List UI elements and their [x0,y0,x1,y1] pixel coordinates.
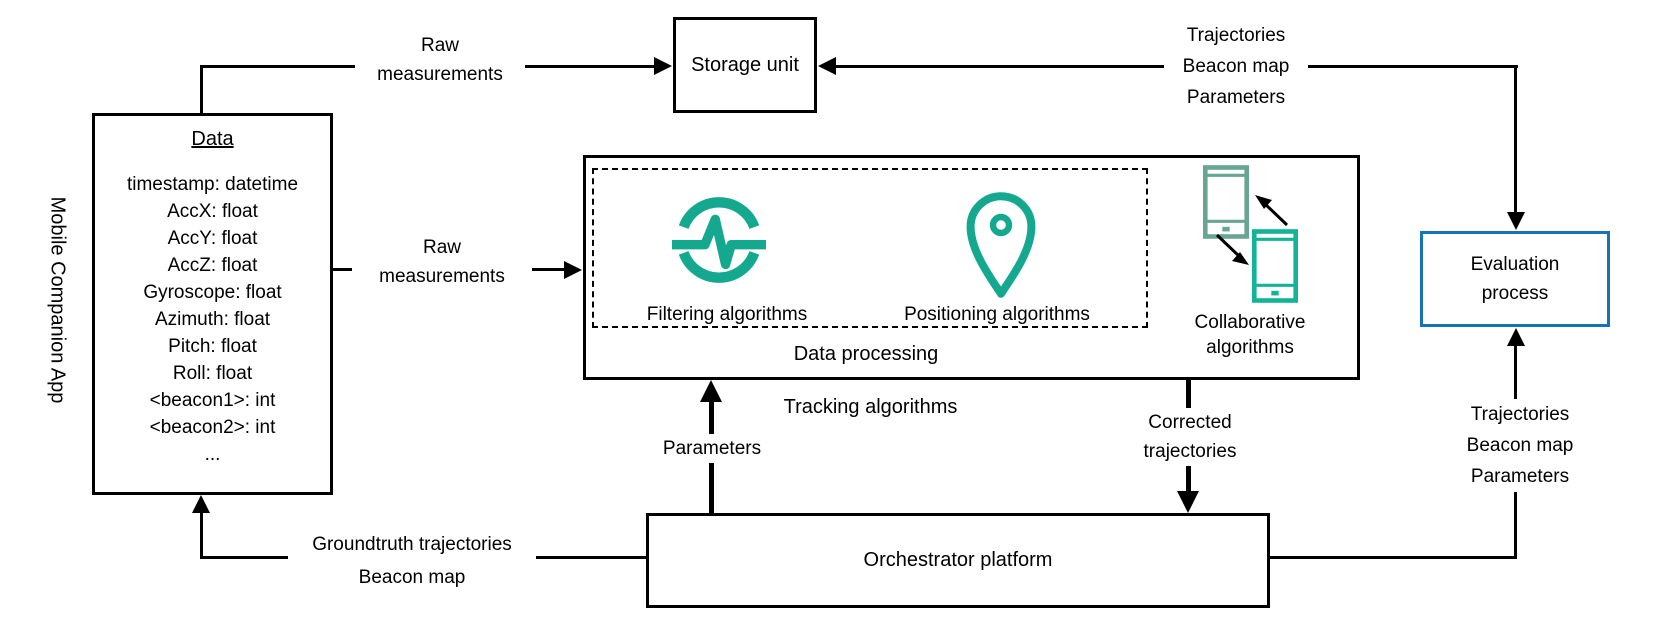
orchestrator-label: Orchestrator platform [863,549,1053,571]
phone-exchange-arrows-icon [1215,195,1289,265]
tracking-algorithms-label: Tracking algorithms [783,396,958,418]
storage-inputs-label: Trajectories Beacon map Parameters [1164,20,1308,113]
evaluation-label-line1: Evaluation [1470,254,1560,275]
filtering-pulse-icon [672,197,766,283]
evaluation-process-box: Evaluation process [1420,231,1610,327]
raw-measurements-label-top: Raw measurements [355,31,525,89]
connector-orch-to-eval-horizontal [1270,556,1517,559]
connector-databox-top-vertical [200,66,203,113]
connector-eval-top-vertical [1514,65,1517,215]
data-box-title: Data [191,128,234,150]
data-field: AccY: float [167,228,258,249]
arrowhead-into-storage-right [818,57,836,75]
data-field: AccX: float [167,201,258,222]
data-field: Azimuth: float [154,309,271,330]
arrowhead-into-databox [192,495,210,513]
data-field: Gyroscope: float [143,282,282,303]
data-field: timestamp: datetime [126,174,299,195]
arrowhead-parameters [700,380,722,402]
data-processing-label: Data processing [793,343,939,365]
positioning-pin-icon [966,192,1036,298]
arrowhead-into-eval-top [1507,212,1525,230]
algorithms-dashed-group [592,168,1148,328]
positioning-algorithms-label: Positioning algorithms [904,304,1090,325]
corrected-trajectories-label: Corrected trajectories [1128,408,1252,466]
groundtruth-label: Groundtruth trajectories Beacon map [288,528,536,594]
filtering-algorithms-label: Filtering algorithms [646,304,808,325]
data-field: Pitch: float [168,336,257,357]
phone-icon [1252,229,1298,303]
connector-orch-to-databox-vertical [200,512,203,559]
data-field: AccZ: float [167,255,258,276]
parameters-label: Parameters [648,434,776,463]
phone-icon [1203,165,1249,239]
collaborative-algorithms-label: Collaborative algorithms [1194,312,1306,358]
data-field: <beacon1>: int [149,390,276,411]
data-field: <beacon2>: int [149,417,276,438]
storage-unit-label: Storage unit [691,53,799,76]
storage-unit-box: Storage unit [673,17,817,113]
arrowhead-into-storage-left [654,57,672,75]
data-field: ... [204,444,221,465]
evaluation-inputs-label: Trajectories Beacon map Parameters [1448,399,1592,492]
orchestrator-platform-box: Orchestrator platform [646,513,1270,608]
data-field: Roll: float [172,363,253,384]
evaluation-label-line2: process [1481,283,1549,304]
raw-measurements-label-mid: Raw measurements [352,233,532,291]
data-processing-box: Filtering algorithms Positioning algorit… [583,155,1360,380]
arrowhead-into-eval-bottom [1507,328,1525,346]
arrowhead-corrected [1177,491,1199,513]
arrowhead-into-processing [564,261,582,279]
mobile-companion-app-label: Mobile Companion App [46,196,69,404]
